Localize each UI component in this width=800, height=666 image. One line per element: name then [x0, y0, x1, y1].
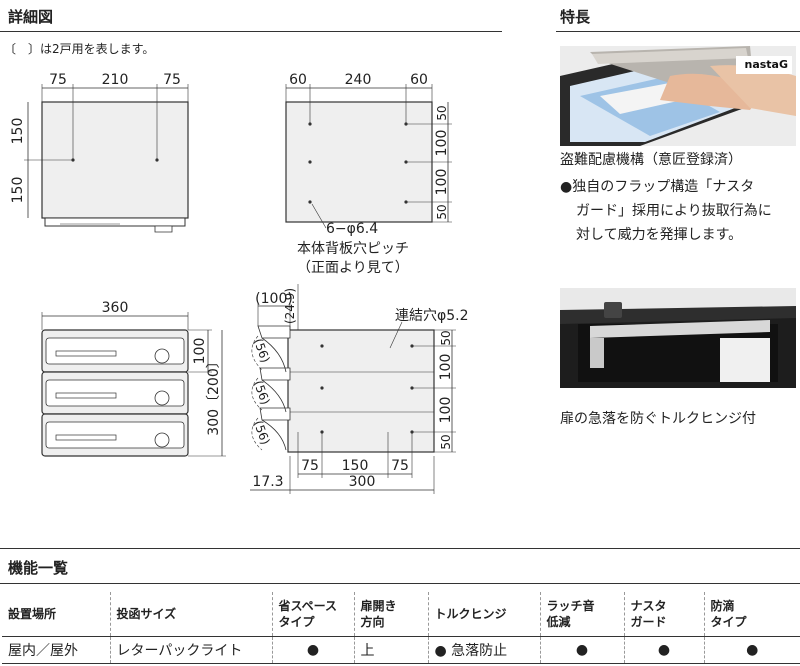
back-caption-line2: （正面より見て）: [297, 260, 409, 276]
side-conn-label: 連結穴φ5.2: [395, 308, 469, 324]
front-dim-300: 300〔200〕: [206, 354, 222, 435]
detail-title-rule: [0, 31, 502, 32]
side-dim-249: (24.9): [283, 288, 297, 324]
feature1-line1: ●独自のフラップ構造「ナスタ: [560, 179, 755, 195]
spec-cell-drip-proof: ●: [703, 636, 800, 664]
photo-torque-hinge: [560, 288, 796, 388]
spec-header-latch-noise: ラッチ音低減: [539, 592, 624, 637]
spec-cell-torque-hinge: ● 急落防止: [427, 636, 540, 664]
front-top-dim-210: 210: [102, 72, 129, 88]
side-dim-bottom-150: 150: [342, 458, 369, 474]
drawing-back-panel: 60 240 60 50 100 100 50 6−φ6.4 本体背板穴ピッチ …: [285, 72, 452, 276]
back-dim-60-right: 60: [410, 72, 428, 88]
front-top-dim-75-right: 75: [163, 72, 181, 88]
spec-title-rule: [0, 583, 800, 584]
side-dim-bottom-75-left: 75: [301, 458, 319, 474]
front-dim-100: 100: [192, 338, 208, 365]
side-dim-right-50-top: 50: [439, 330, 453, 345]
side-dim-173: 17.3: [252, 474, 283, 490]
drawing-side-view: (56) (56) (56) (100) (24.9) 連結穴φ5.2 50 1…: [250, 284, 469, 494]
back-dim-right-100-upper: 100: [434, 130, 450, 157]
features-title-rule: [556, 31, 800, 32]
feature1-line3: 対して威力を発揮します。: [576, 227, 743, 243]
front-top-dim-75-left: 75: [49, 72, 67, 88]
spec-header-location: 設置場所: [8, 607, 57, 621]
spec-header-size: 投函サイズ: [109, 592, 272, 637]
spec-header-nasta-guard: ナスタガード: [623, 592, 704, 637]
side-r56-1: (56): [251, 337, 273, 365]
side-dim-right-50-bottom: 50: [439, 434, 453, 449]
spec-title: 機能一覧: [8, 559, 69, 577]
side-dim-right-100-lower: 100: [438, 397, 454, 424]
side-dim-300: 300: [349, 474, 376, 490]
drawing-front-stacked: 360 100 300〔200〕: [41, 300, 226, 457]
back-dim-240: 240: [345, 72, 372, 88]
front-top-dim-150-upper: 150: [10, 118, 26, 145]
side-dim-bottom-75-right: 75: [391, 458, 409, 474]
front-top-dim-150-lower: 150: [10, 177, 26, 204]
spec-header-space-saving: 省スペースタイプ: [271, 592, 354, 637]
drawing-front-top: 75 210 75 150 150: [10, 72, 189, 233]
detail-note: 〔 〕は2戸用を表します。: [4, 42, 155, 56]
back-dim-right-100-lower: 100: [434, 169, 450, 196]
spec-header-drip-proof: 防滴タイプ: [703, 592, 800, 637]
features-title: 特長: [560, 8, 591, 26]
side-r56-3: (56): [251, 419, 273, 447]
spec-header-row: 設置場所 投函サイズ 省スペースタイプ 扉開き方向 トルクヒンジ ラッチ音低減 …: [2, 592, 800, 637]
side-dim-100: (100): [255, 291, 293, 307]
front-dim-360: 360: [102, 300, 129, 316]
spec-cell-size: レターパックライト: [109, 636, 272, 664]
spec-cell-latch-noise: ●: [539, 636, 624, 664]
back-caption-line1: 本体背板穴ピッチ: [297, 241, 409, 257]
feature2-caption: 扉の急落を防ぐトルクヒンジ付: [560, 411, 756, 427]
spec-table: 設置場所 投函サイズ 省スペースタイプ 扉開き方向 トルクヒンジ ラッチ音低減 …: [2, 592, 800, 664]
side-r56-2: (56): [251, 379, 273, 407]
back-dim-60-left: 60: [289, 72, 307, 88]
feature1-title: 盗難配慮機構（意匠登録済）: [560, 152, 742, 168]
back-dim-right-50-top: 50: [435, 105, 449, 120]
spec-top-rule: [0, 548, 800, 549]
back-hole-label: 6−φ6.4: [326, 221, 378, 237]
spec-header-torque-hinge: トルクヒンジ: [427, 592, 540, 637]
photo-nasta-guard: nastaG: [560, 46, 796, 146]
spec-data-row: 屋内／屋外 レターパックライト ● 上 ● 急落防止 ● ● ●: [2, 636, 800, 664]
back-dim-right-50-bottom: 50: [435, 204, 449, 219]
brand-nasta-logo: nastaG: [744, 58, 788, 71]
spec-cell-space-saving: ●: [271, 636, 354, 664]
detail-title: 詳細図: [8, 8, 54, 26]
feature1-line2: ガード」採用により抜取行為に: [576, 203, 772, 219]
spec-header-door-direction: 扉開き方向: [353, 592, 428, 637]
technical-drawings: 75 210 75 150 150 60 240 60 50: [10, 72, 469, 494]
spec-cell-nasta-guard: ●: [623, 636, 704, 664]
spec-cell-location: 屋内／屋外: [2, 636, 110, 664]
side-dim-right-100-upper: 100: [438, 354, 454, 381]
spec-cell-door-direction: 上: [353, 636, 428, 664]
